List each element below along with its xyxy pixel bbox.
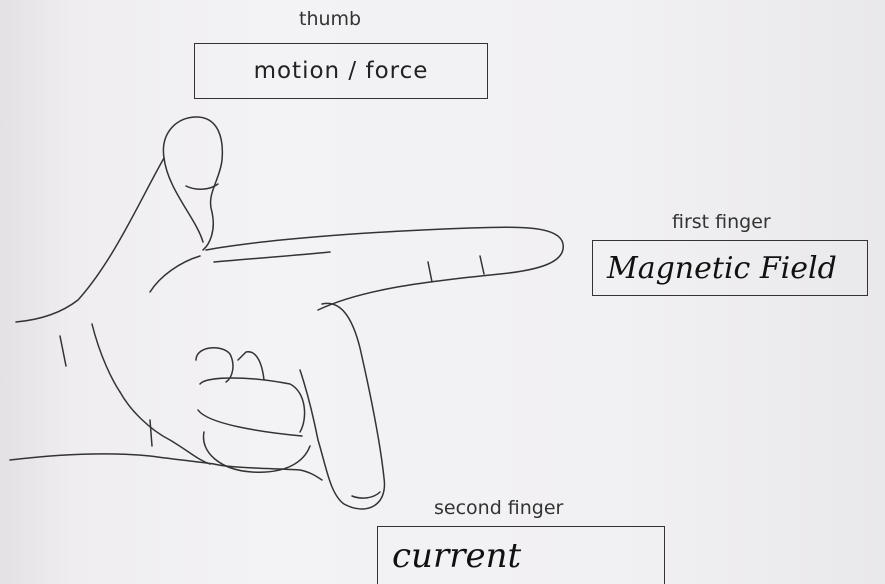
second-finger-outline <box>300 303 384 509</box>
second-finger-caption: second finger <box>434 497 563 519</box>
thumb-outline <box>163 117 222 250</box>
thumb-label: motion / force <box>254 58 429 84</box>
palm-outline <box>16 158 210 464</box>
thumb-label-box: motion / force <box>194 43 488 99</box>
second-finger-nail <box>352 492 380 498</box>
first-finger-creases <box>214 252 484 282</box>
first-finger-label: Magnetic Field <box>607 251 837 286</box>
curled-fingers <box>196 348 310 472</box>
first-finger-label-box: Magnetic Field <box>592 240 868 296</box>
first-finger-outline <box>206 227 563 310</box>
palm-lines <box>60 324 152 446</box>
second-finger-label: current <box>392 536 521 576</box>
wrist-outline <box>10 454 322 480</box>
first-finger-caption: first finger <box>672 211 771 233</box>
second-finger-label-box: current <box>377 526 665 584</box>
thumb-caption: thumb <box>299 8 361 30</box>
